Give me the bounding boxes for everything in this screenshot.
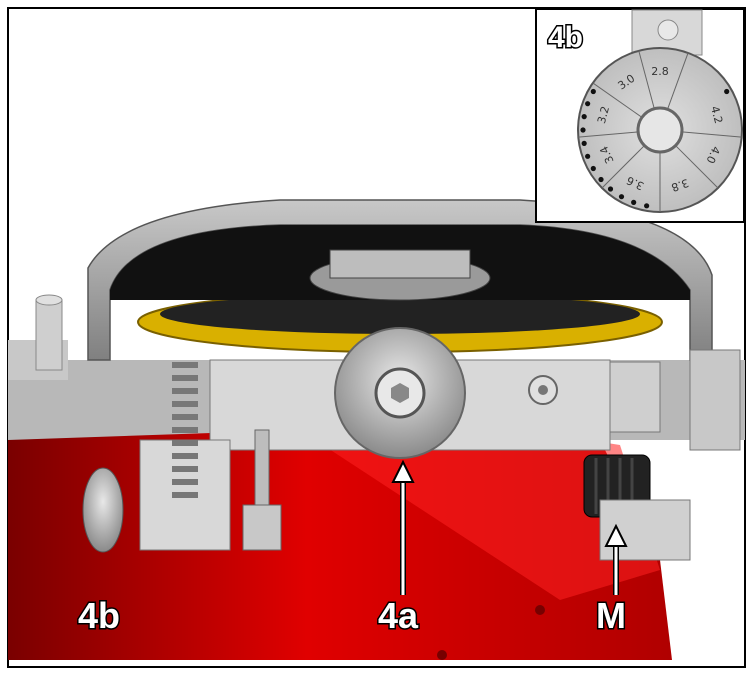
- dial-divider: [638, 50, 655, 109]
- dial-dot: [598, 176, 604, 183]
- hex-socket: [391, 383, 409, 403]
- label-4b-main: 4b: [78, 595, 120, 636]
- inset-dial-hub: [636, 106, 684, 154]
- thumb-wheel-4b: [82, 467, 124, 553]
- dial-dots: [580, 88, 730, 209]
- dial-dot: [590, 88, 596, 95]
- dial-dot: [724, 88, 730, 95]
- dial-divider: [601, 145, 645, 189]
- dial-value: 2.8: [651, 65, 669, 78]
- arrow-m: [604, 523, 628, 595]
- right-screw-socket: [538, 385, 548, 395]
- dial-divider: [681, 131, 742, 138]
- inner-hub-top: [329, 249, 471, 279]
- dial-divider: [667, 52, 689, 110]
- dial-dividers: [578, 50, 742, 212]
- dial-value: 3.2: [595, 105, 612, 125]
- dial-dot: [585, 153, 591, 159]
- dial-dot: [590, 165, 596, 172]
- base-screw-2: [535, 605, 545, 615]
- dial-dot: [581, 114, 587, 120]
- dial-dot: [585, 101, 591, 107]
- base-screw-1: [437, 650, 447, 660]
- dial-dot: [580, 127, 586, 133]
- lock-nut: [242, 504, 282, 551]
- ring-inner-shadow: [160, 294, 640, 334]
- dial-divider: [578, 131, 639, 138]
- dial-dot: [581, 140, 587, 146]
- arrow-4a: [391, 459, 415, 595]
- set-screw: [254, 429, 270, 511]
- spring: [172, 362, 198, 498]
- right-side-bracket: [689, 349, 741, 451]
- inset-pin: [657, 19, 679, 41]
- left-post-cap: [35, 294, 63, 306]
- dial-value: 4.2: [708, 105, 725, 125]
- right-bracket-step: [609, 361, 661, 433]
- label-4a: 4a: [378, 595, 419, 636]
- dial-value: 3.8: [670, 176, 691, 194]
- dial-dot: [631, 199, 637, 205]
- left-post: [35, 299, 63, 371]
- dial-dot: [607, 186, 614, 192]
- dial-dot: [644, 203, 650, 209]
- label-m: M: [596, 595, 626, 636]
- dial-divider: [592, 82, 643, 118]
- label-4b-inset: 4b: [548, 21, 583, 54]
- knob-m-grip: [594, 458, 634, 514]
- dial-dot: [618, 194, 625, 200]
- red-base-highlight: [300, 427, 660, 600]
- dial-divider: [675, 145, 719, 189]
